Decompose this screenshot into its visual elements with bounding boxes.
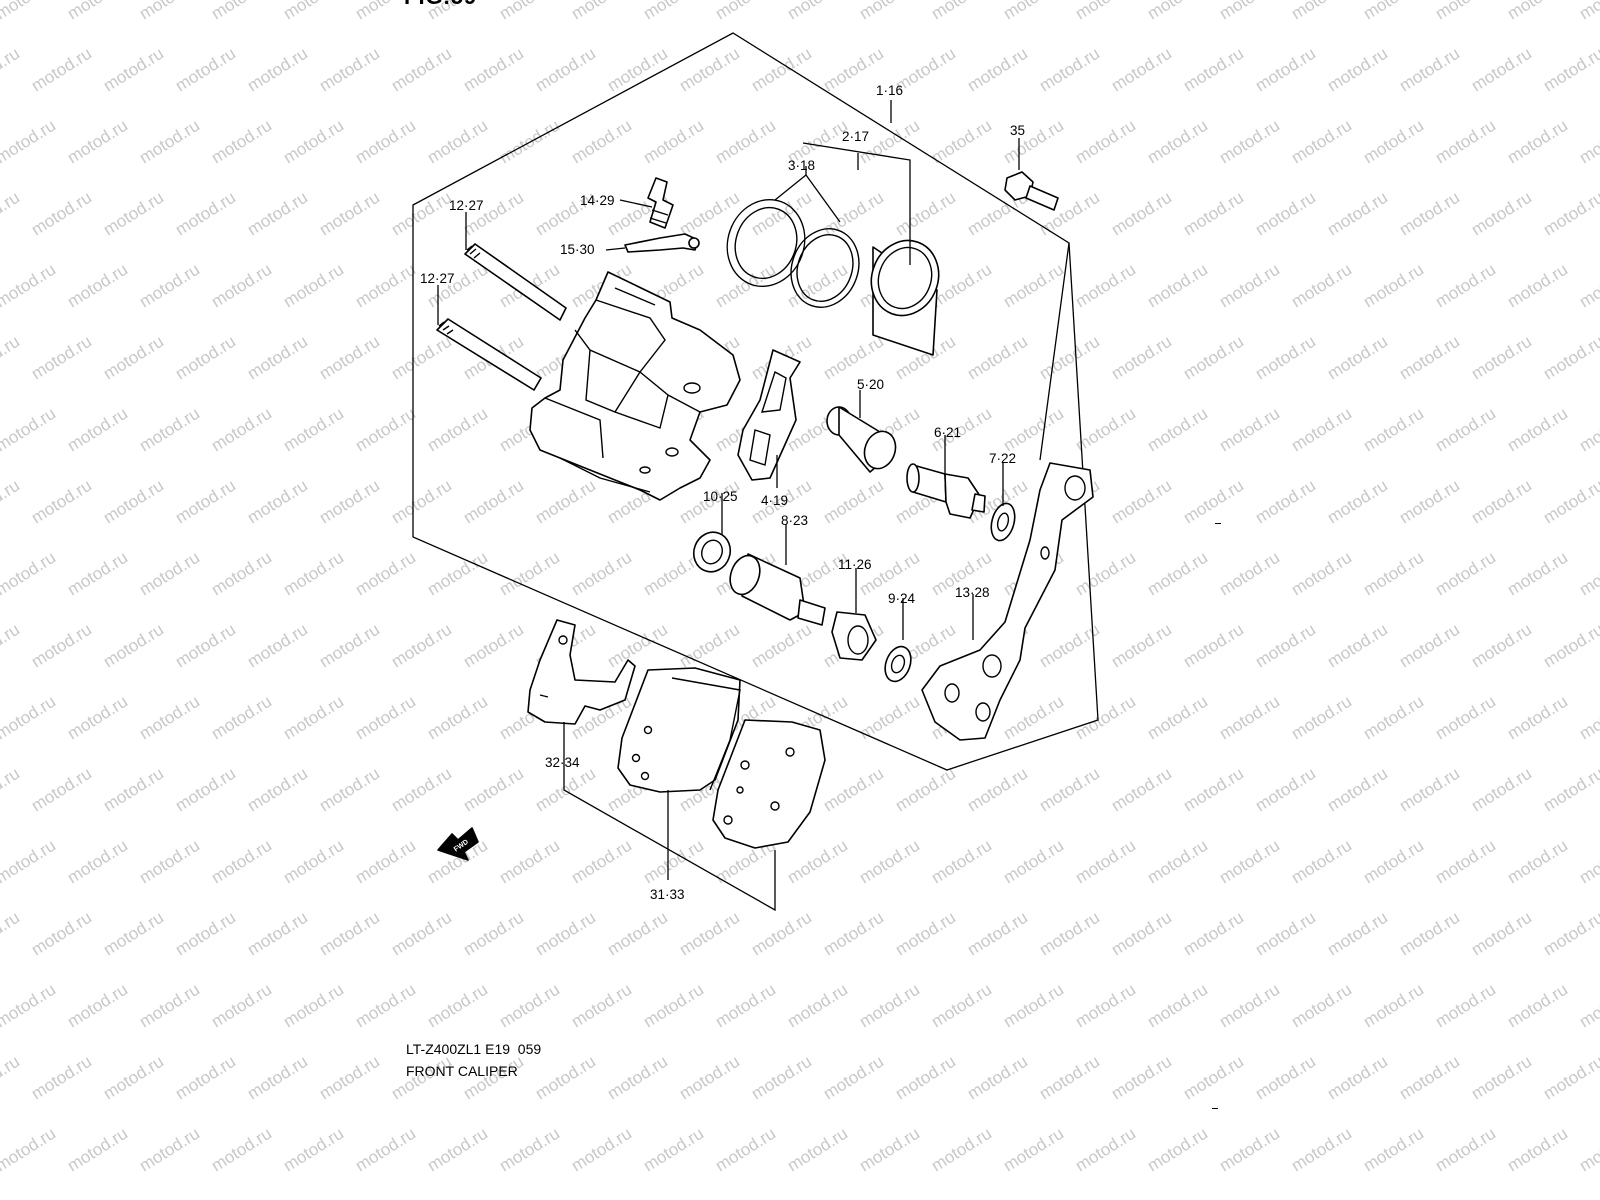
callout-11-26: 11·26 [838,557,872,572]
pin-sleeve [729,553,826,626]
slide-pin-upper [464,243,567,321]
leader-lines [437,100,1070,912]
pad-shim [527,619,636,725]
callout-12-27-lower: 12·27 [420,271,455,286]
mounting-bolt [1004,171,1059,211]
piston-seal [790,228,860,308]
callout-12-27-upper: 12·27 [449,198,484,213]
caliper-body [529,271,741,501]
callout-13-28: 13·28 [955,585,990,600]
callout-5-20: 5·20 [857,377,884,392]
caliper-bracket [921,462,1094,741]
brake-pad-inner [617,667,741,793]
callout-9-24: 9·24 [888,591,916,606]
callout-10-25: 10·25 [703,489,738,504]
washer-lower [884,645,912,683]
callout-7-22: 7·22 [989,451,1016,466]
callout-3-18: 3·18 [788,158,815,173]
brake-pad-outer [712,719,826,849]
figure-title-caption: FRONT CALIPER [406,1063,518,1079]
fwd-label-overlay: FWD [453,839,470,854]
caliper-piston [870,239,940,356]
slide-pin-lower [436,318,542,391]
bracket-boot [831,611,877,661]
bleeder-screw [647,177,674,229]
scan-tick-mark [1212,1108,1218,1109]
callout-labels: 1·16 2·17 3·18 35 14·29 15·30 12·27 12·2… [420,83,1025,902]
piston-dust-seal [726,198,806,288]
figure-heading: FIG.59 [404,0,477,8]
callout-6-21: 6·21 [934,425,961,440]
assembly-frame [412,32,1099,771]
sleeve-boot [692,531,732,573]
bleeder-cap [624,233,700,253]
scan-tick-mark [1215,523,1221,524]
callout-14-29: 14·29 [580,193,615,208]
callout-1-16: 1·16 [876,83,903,98]
model-code-caption: LT-Z400ZL1 E19 059 [406,1041,542,1057]
callout-32-34: 32·34 [545,755,580,770]
callout-31-33: 31·33 [650,887,685,902]
pad-spring [737,349,801,481]
forward-direction-arrow [437,827,479,861]
fwd-label: FWD [453,839,470,854]
callout-2-17: 2·17 [842,129,869,144]
washer-upper [990,502,1016,542]
callout-8-23: 8·23 [781,513,808,528]
callout-4-19: 4·19 [761,493,788,508]
guide-pin-boot [826,406,897,473]
callout-35: 35 [1010,123,1025,138]
callout-15-30: 15·30 [560,242,595,257]
sleeve-bolt [906,463,986,519]
